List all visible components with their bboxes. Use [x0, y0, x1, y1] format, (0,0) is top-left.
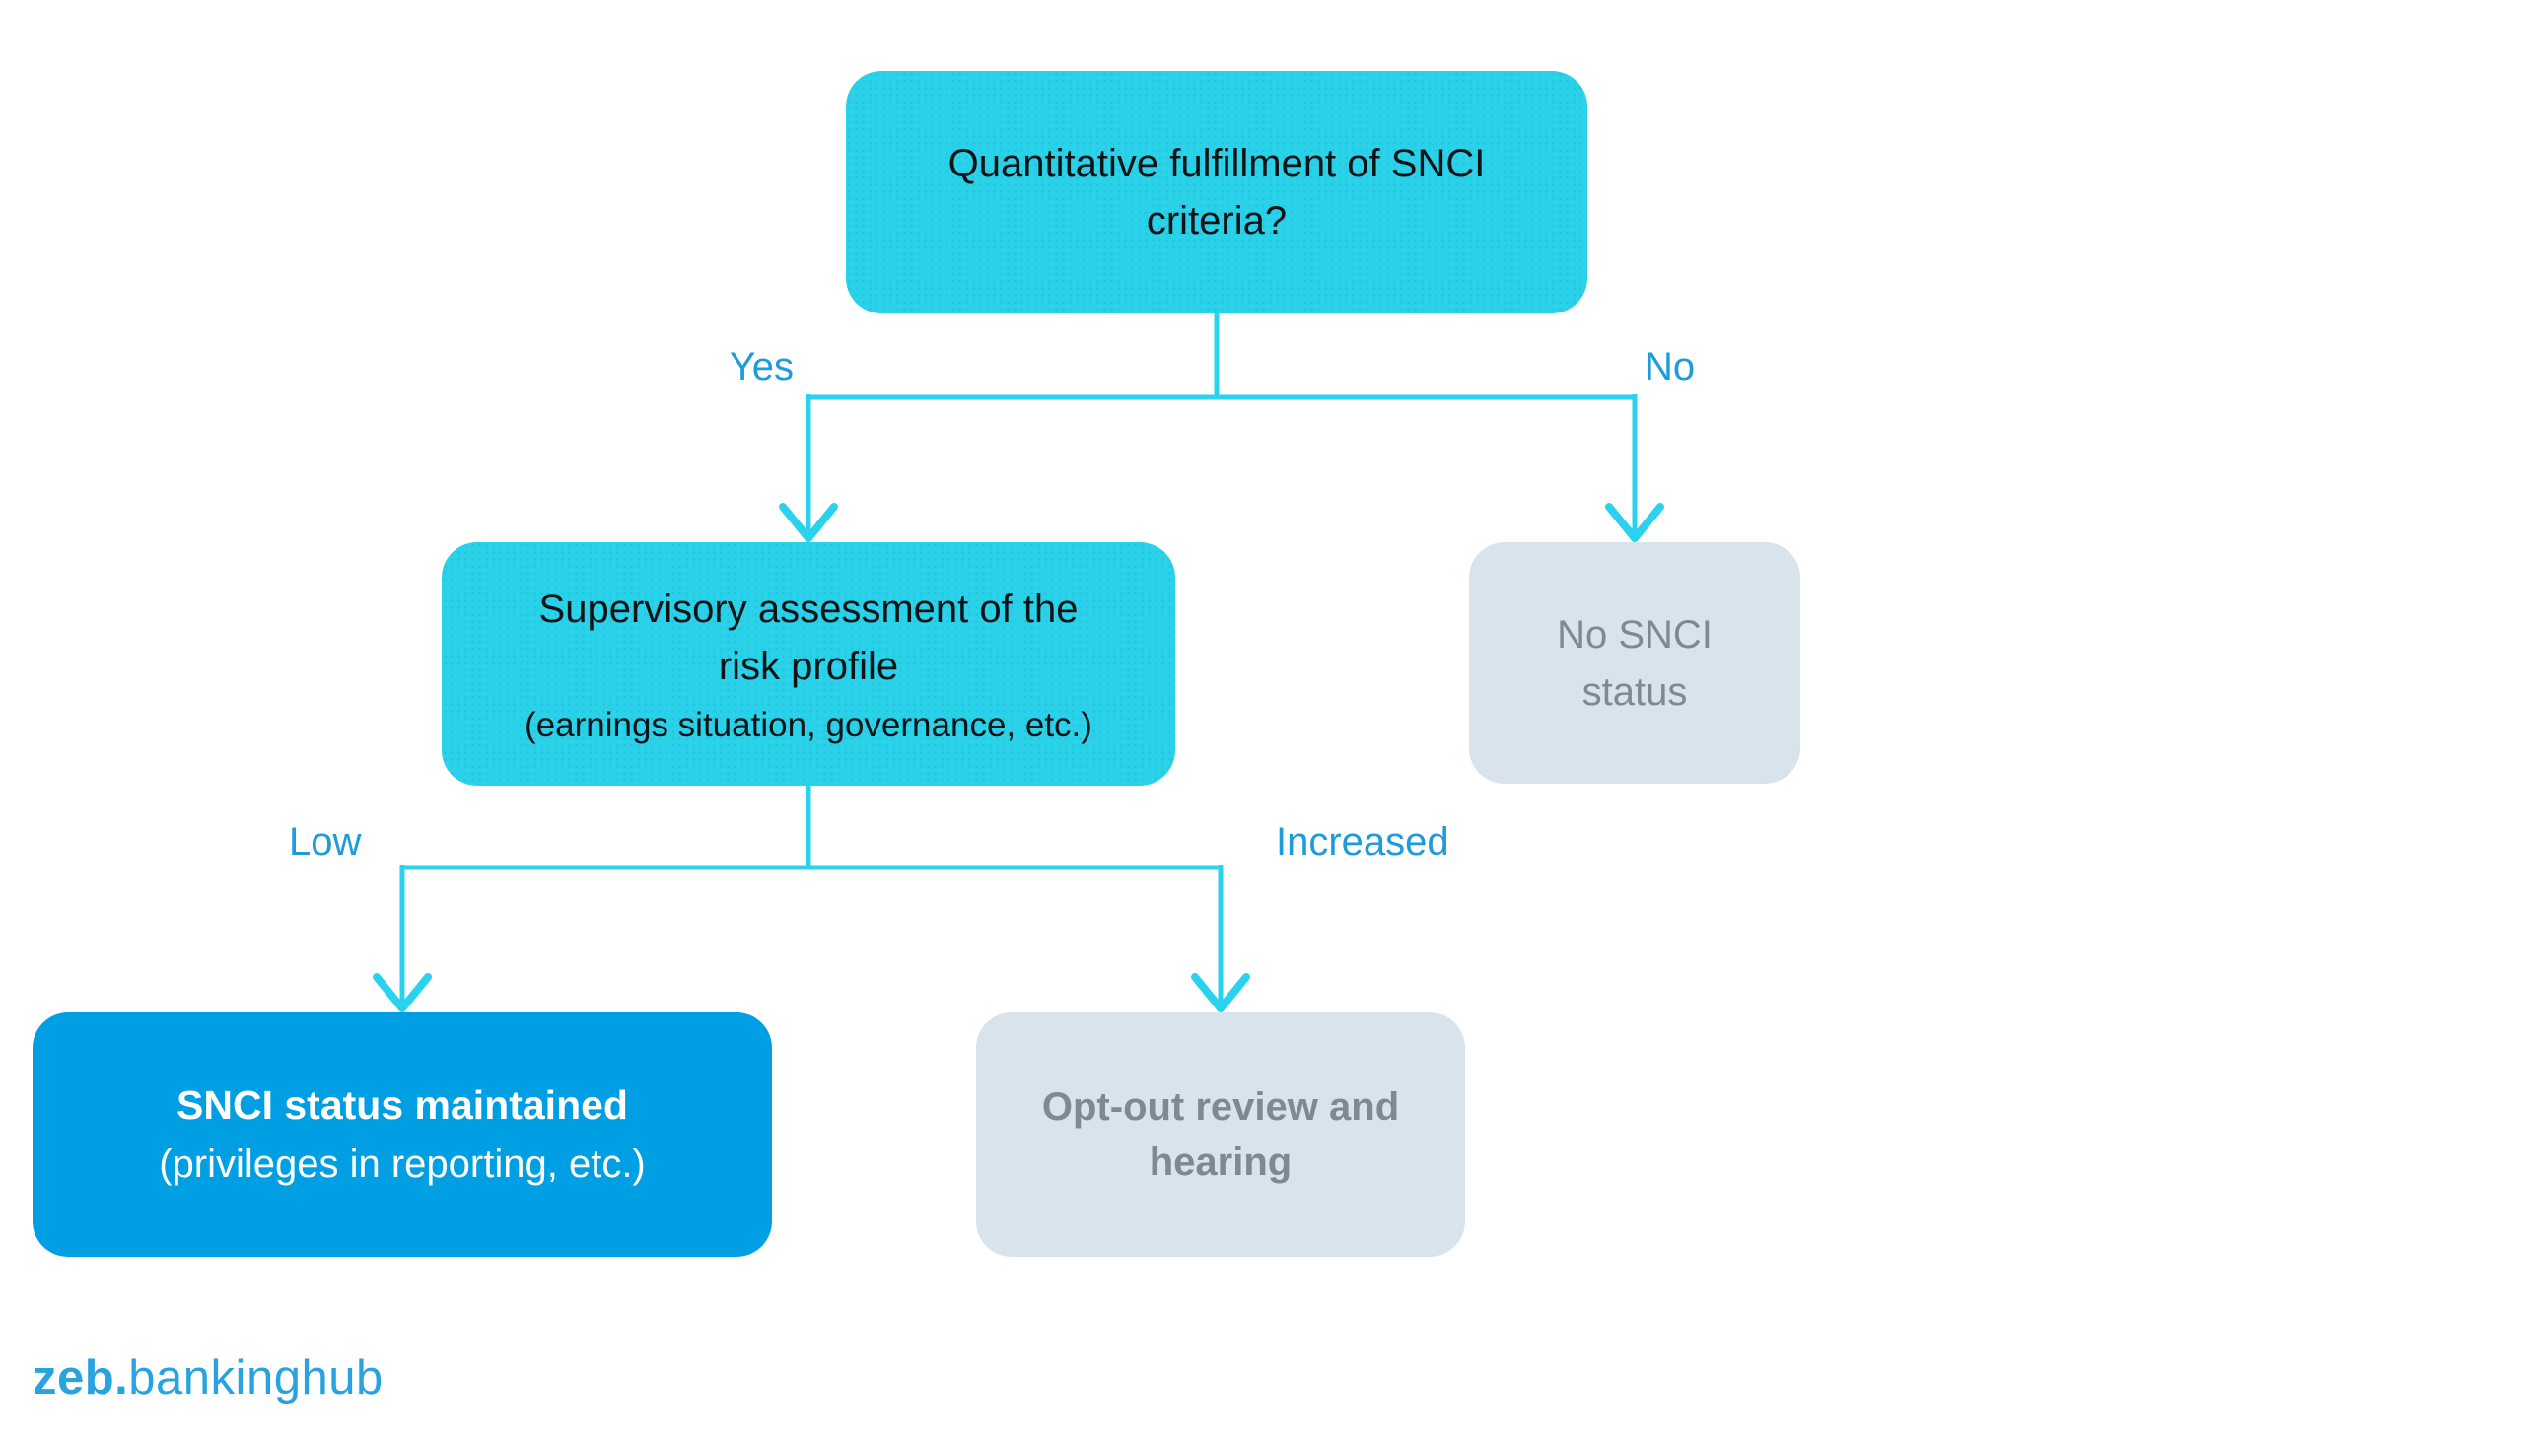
node-question: Quantitative fulfillment of SNCI criteri…	[846, 71, 1587, 313]
edge-label-increased: Increased	[1276, 820, 1449, 864]
node-question-line2: criteria?	[1146, 199, 1288, 243]
node-supervisory-line2: risk profile	[718, 644, 899, 688]
arrowhead-no	[1605, 503, 1664, 542]
edge-label-low: Low	[289, 820, 362, 864]
node-opt-out-line2: hearing	[1149, 1141, 1293, 1184]
edge-label-no: No	[1645, 345, 1696, 388]
connector-question-branch	[779, 312, 1664, 542]
node-maintained-line1: SNCI status maintained	[176, 1082, 628, 1129]
arrowhead-low	[373, 973, 432, 1012]
node-no-snci-line1: No SNCI	[1557, 612, 1713, 657]
node-opt-out-line1: Opt-out review and	[1041, 1085, 1400, 1129]
node-opt-out-review: Opt-out review and hearing	[976, 1012, 1465, 1257]
node-supervisory-line1: Supervisory assessment of the	[538, 587, 1079, 631]
node-question-line1: Quantitative fulfillment of SNCI	[947, 142, 1486, 185]
connector-assessment-branch	[373, 784, 1250, 1012]
logo-suffix: bankinghub	[128, 1352, 384, 1405]
node-supervisory-line3: (earnings situation, governance, etc.)	[525, 705, 1092, 744]
node-no-snci-line2: status	[1581, 669, 1688, 714]
node-supervisory-assessment: Supervisory assessment of the risk profi…	[442, 542, 1175, 786]
node-snci-status-maintained: SNCI status maintained (privileges in re…	[33, 1012, 772, 1257]
zeb-bankinghub-logo: zeb.bankinghub	[33, 1354, 384, 1403]
logo-prefix: zeb.	[33, 1352, 129, 1405]
arrowhead-yes	[779, 503, 838, 542]
edge-label-yes: Yes	[729, 345, 794, 388]
arrowhead-increased	[1191, 973, 1250, 1012]
node-maintained-line2: (privileges in reporting, etc.)	[159, 1142, 646, 1186]
node-no-snci-status: No SNCI status	[1469, 542, 1800, 784]
